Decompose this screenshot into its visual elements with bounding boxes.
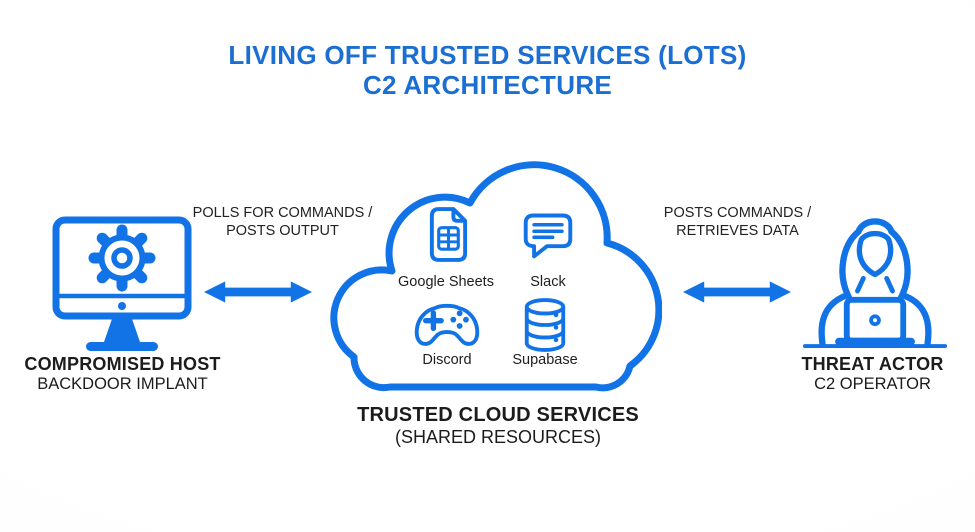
double-arrow-icon	[683, 281, 791, 303]
page-title: LIVING OFF TRUSTED SERVICES (LOTS) C2 AR…	[0, 40, 975, 100]
hacker-icon	[802, 218, 948, 348]
host-cloud-label-line2: POSTS OUTPUT	[226, 223, 339, 239]
host-label-sub: BACKDOOR IMPLANT	[37, 375, 208, 393]
google-sheets-service	[426, 206, 471, 263]
cloud-label-sub: (SHARED RESOURCES)	[394, 427, 602, 447]
threat-actor-node	[802, 198, 948, 350]
discord-label-text: Discord	[422, 352, 472, 368]
cloud-caption: TRUSTED CLOUD SERVICES (SHARED RESOURCES…	[348, 404, 648, 447]
cloud-actor-link-label: POSTS COMMANDS / RETRIEVES DATA	[650, 204, 825, 240]
actor-label-sub: C2 OPERATOR	[814, 375, 931, 393]
discord-label: Discord	[407, 352, 487, 368]
cloud-label-main: TRUSTED CLOUD SERVICES	[357, 404, 639, 426]
slack-label: Slack	[508, 274, 588, 290]
compromised-host-node	[52, 216, 192, 356]
google-sheets-label-text: Google Sheets	[398, 274, 494, 290]
title-line-1: LIVING OFF TRUSTED SERVICES (LOTS)	[228, 40, 747, 70]
google-sheets-label: Google Sheets	[386, 274, 506, 290]
compromised-host-label: COMPROMISED HOST BACKDOOR IMPLANT	[20, 354, 225, 394]
host-cloud-link-label: POLLS FOR COMMANDS / POSTS OUTPUT	[190, 204, 375, 240]
host-label-main: COMPROMISED HOST	[24, 354, 221, 374]
threat-actor-label: THREAT ACTOR C2 OPERATOR	[790, 354, 955, 394]
discord-service	[412, 303, 482, 348]
double-arrow-icon	[204, 281, 312, 303]
host-cloud-label-line1: POLLS FOR COMMANDS /	[192, 205, 373, 221]
slack-service	[522, 210, 574, 260]
slack-icon	[523, 213, 573, 259]
cloud-actor-label-line2: RETRIEVES DATA	[676, 223, 799, 239]
google-sheets-icon	[429, 207, 468, 262]
discord-icon	[414, 303, 480, 346]
monitor-gear-icon	[52, 216, 192, 351]
slack-label-text: Slack	[530, 274, 566, 290]
supabase-service	[521, 297, 569, 353]
cloud-actor-arrow	[683, 279, 791, 305]
cloud-actor-label-line1: POSTS COMMANDS /	[663, 205, 812, 221]
host-cloud-arrow	[204, 279, 312, 305]
actor-label-main: THREAT ACTOR	[801, 354, 944, 374]
supabase-label-text: Supabase	[512, 352, 578, 368]
supabase-label: Supabase	[495, 352, 595, 368]
title-line-2: C2 ARCHITECTURE	[362, 70, 613, 100]
supabase-icon	[524, 298, 566, 352]
